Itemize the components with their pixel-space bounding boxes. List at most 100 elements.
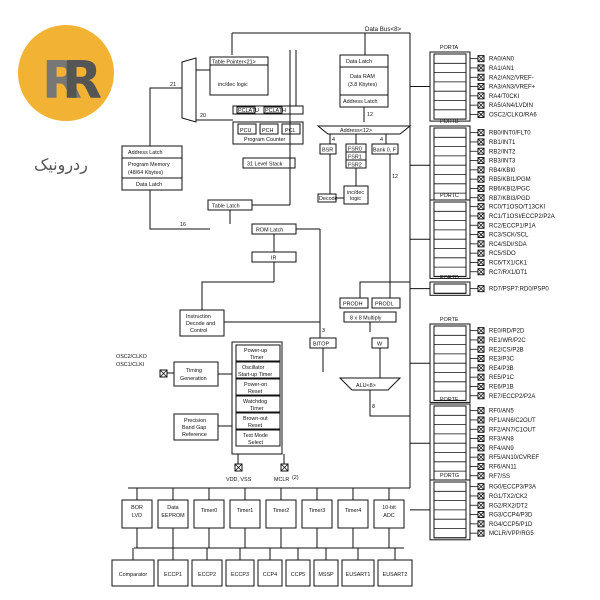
svg-text:3: 3 bbox=[322, 328, 325, 334]
pin-connector bbox=[477, 240, 485, 248]
peripheral-ccp5: CCP5 bbox=[285, 548, 311, 587]
bsr-label: BSR bbox=[322, 148, 333, 154]
pin-label: RC3/SCK/SCL bbox=[489, 233, 529, 239]
powerup-label-1: Power-up bbox=[244, 348, 267, 354]
pclatu-label: PCLATU bbox=[238, 108, 259, 114]
pin-label: RE2/CS/P2B bbox=[489, 347, 524, 353]
ir-label: IR bbox=[271, 256, 276, 262]
instr-label-2: Decode and bbox=[186, 321, 215, 327]
peripheral-timer3: Timer3 bbox=[301, 488, 333, 548]
decode bbox=[317, 193, 337, 203]
svg-text:EUSART2: EUSART2 bbox=[383, 572, 408, 578]
pin-connector bbox=[477, 212, 485, 220]
pin-connector bbox=[477, 157, 485, 165]
peripheral-mssp: MSSP bbox=[313, 548, 339, 587]
pin-connector bbox=[477, 355, 485, 363]
pin-connector bbox=[477, 364, 485, 372]
pin-label: RF7/SS bbox=[489, 474, 510, 480]
test-label-2: Select bbox=[248, 440, 263, 446]
pin-label: RB3/INT3 bbox=[489, 159, 516, 165]
port-name: PORTD bbox=[440, 275, 459, 281]
fsr0-label: FSR0 bbox=[348, 147, 362, 153]
pin-connector bbox=[477, 373, 485, 381]
osc1-label: OSC1/CLKI bbox=[116, 362, 144, 368]
logo-text: ردرونیک bbox=[34, 155, 88, 175]
svg-text:EEPROM: EEPROM bbox=[161, 513, 185, 519]
svg-text:EUSART1: EUSART1 bbox=[346, 572, 371, 578]
pin-connector bbox=[477, 529, 485, 537]
pin-connector bbox=[477, 83, 485, 91]
pin-connector bbox=[477, 492, 485, 500]
address-latch-ram-label: Address Latch bbox=[343, 99, 377, 105]
pin-label: RC6/TX1/CK1 bbox=[489, 260, 528, 266]
test-label-1: Test Mode bbox=[243, 433, 268, 439]
ost-label-2: Start-up Timer bbox=[238, 372, 272, 378]
pin-label: OSC2/CLKO/RA6 bbox=[489, 112, 537, 118]
w-label: W bbox=[377, 342, 383, 348]
pin-connector bbox=[477, 407, 485, 415]
port-name: PORTC bbox=[440, 193, 459, 199]
table-pointer-label: Table Pointer<21> bbox=[212, 60, 256, 66]
band-gap bbox=[173, 413, 219, 441]
svg-text:4: 4 bbox=[380, 137, 383, 143]
pin-connector bbox=[477, 511, 485, 519]
pin-connector bbox=[477, 453, 485, 461]
pin-connector bbox=[477, 382, 485, 390]
pin-connector bbox=[477, 425, 485, 433]
svg-text:20: 20 bbox=[200, 113, 206, 119]
port-porta: PORTARA0/AN0RA1/AN1RA2/AN2/VREF-RA3/AN3/… bbox=[410, 45, 537, 122]
pin-connector bbox=[477, 327, 485, 335]
svg-text:4: 4 bbox=[332, 137, 335, 143]
pin-label: RE5/P1C bbox=[489, 375, 515, 381]
pin-label: RE4/P3B bbox=[489, 366, 514, 372]
timing-label-1: Timing bbox=[186, 368, 202, 374]
peripheral-eccp2: ECCP2 bbox=[191, 548, 223, 587]
svg-text:ECCP2: ECCP2 bbox=[198, 572, 216, 578]
pcu-label: PCU bbox=[240, 128, 251, 134]
pin-connector bbox=[477, 435, 485, 443]
pin-label: RA1/AN1 bbox=[489, 66, 515, 72]
pin-connector bbox=[477, 64, 485, 72]
pin-connector bbox=[477, 501, 485, 509]
svg-text:inc/dec: inc/dec bbox=[347, 190, 364, 196]
level-stack bbox=[242, 157, 296, 169]
pin-connector bbox=[477, 231, 485, 239]
pin-label: RC1/T1OSI/ECCP2/P2A bbox=[489, 214, 555, 220]
timing-generation bbox=[173, 361, 219, 387]
svg-text:Timer1: Timer1 bbox=[237, 508, 254, 514]
port-porte: PORTERE0/RD/P2DRE1/WR/P2CRE2/CS/P2BRE3/P… bbox=[410, 317, 535, 403]
ost-label-1: Oscillator bbox=[242, 365, 265, 371]
pin-label: RG4/CCP5/P1D bbox=[489, 522, 533, 528]
pin-label: RF6/AN11 bbox=[489, 464, 517, 470]
pin-label: RF0/AN5 bbox=[489, 409, 514, 415]
svg-text:MSSP: MSSP bbox=[318, 572, 334, 578]
fsr1-label: FSR1 bbox=[348, 155, 362, 161]
data-latch bbox=[121, 177, 183, 191]
peripheral-timer0: Timer0 bbox=[193, 488, 225, 548]
svg-text:12: 12 bbox=[367, 112, 373, 118]
wdt-label-2: Timer bbox=[250, 406, 264, 412]
pin-label: RF4/AN9 bbox=[489, 446, 514, 452]
svg-text:ADC: ADC bbox=[383, 513, 394, 519]
pin-connector bbox=[477, 520, 485, 528]
data-ram-label-1: Data RAM bbox=[350, 74, 375, 80]
pin-connector bbox=[477, 416, 485, 424]
pin-connector bbox=[477, 138, 485, 146]
pin-label: RB4/KBI0 bbox=[489, 168, 516, 174]
pin-connector bbox=[477, 203, 485, 211]
bank bbox=[371, 143, 399, 155]
data-ram bbox=[339, 66, 389, 96]
data-latch-ram-label: Data Latch bbox=[346, 59, 372, 65]
svg-text:Timer2: Timer2 bbox=[273, 508, 290, 514]
bandgap-label-1: Precision bbox=[184, 418, 206, 424]
pin-connector bbox=[477, 483, 485, 491]
mclr-sup: (2) bbox=[292, 475, 299, 481]
peripheral-eusart1: EUSART1 bbox=[341, 548, 375, 587]
pin-connector bbox=[477, 249, 485, 257]
peripheral-comparator: Comparator bbox=[111, 548, 155, 587]
bitop-label: BITOP bbox=[313, 342, 329, 348]
svg-text:Comparator: Comparator bbox=[119, 572, 148, 578]
timing-label-2: Generation bbox=[180, 376, 207, 382]
